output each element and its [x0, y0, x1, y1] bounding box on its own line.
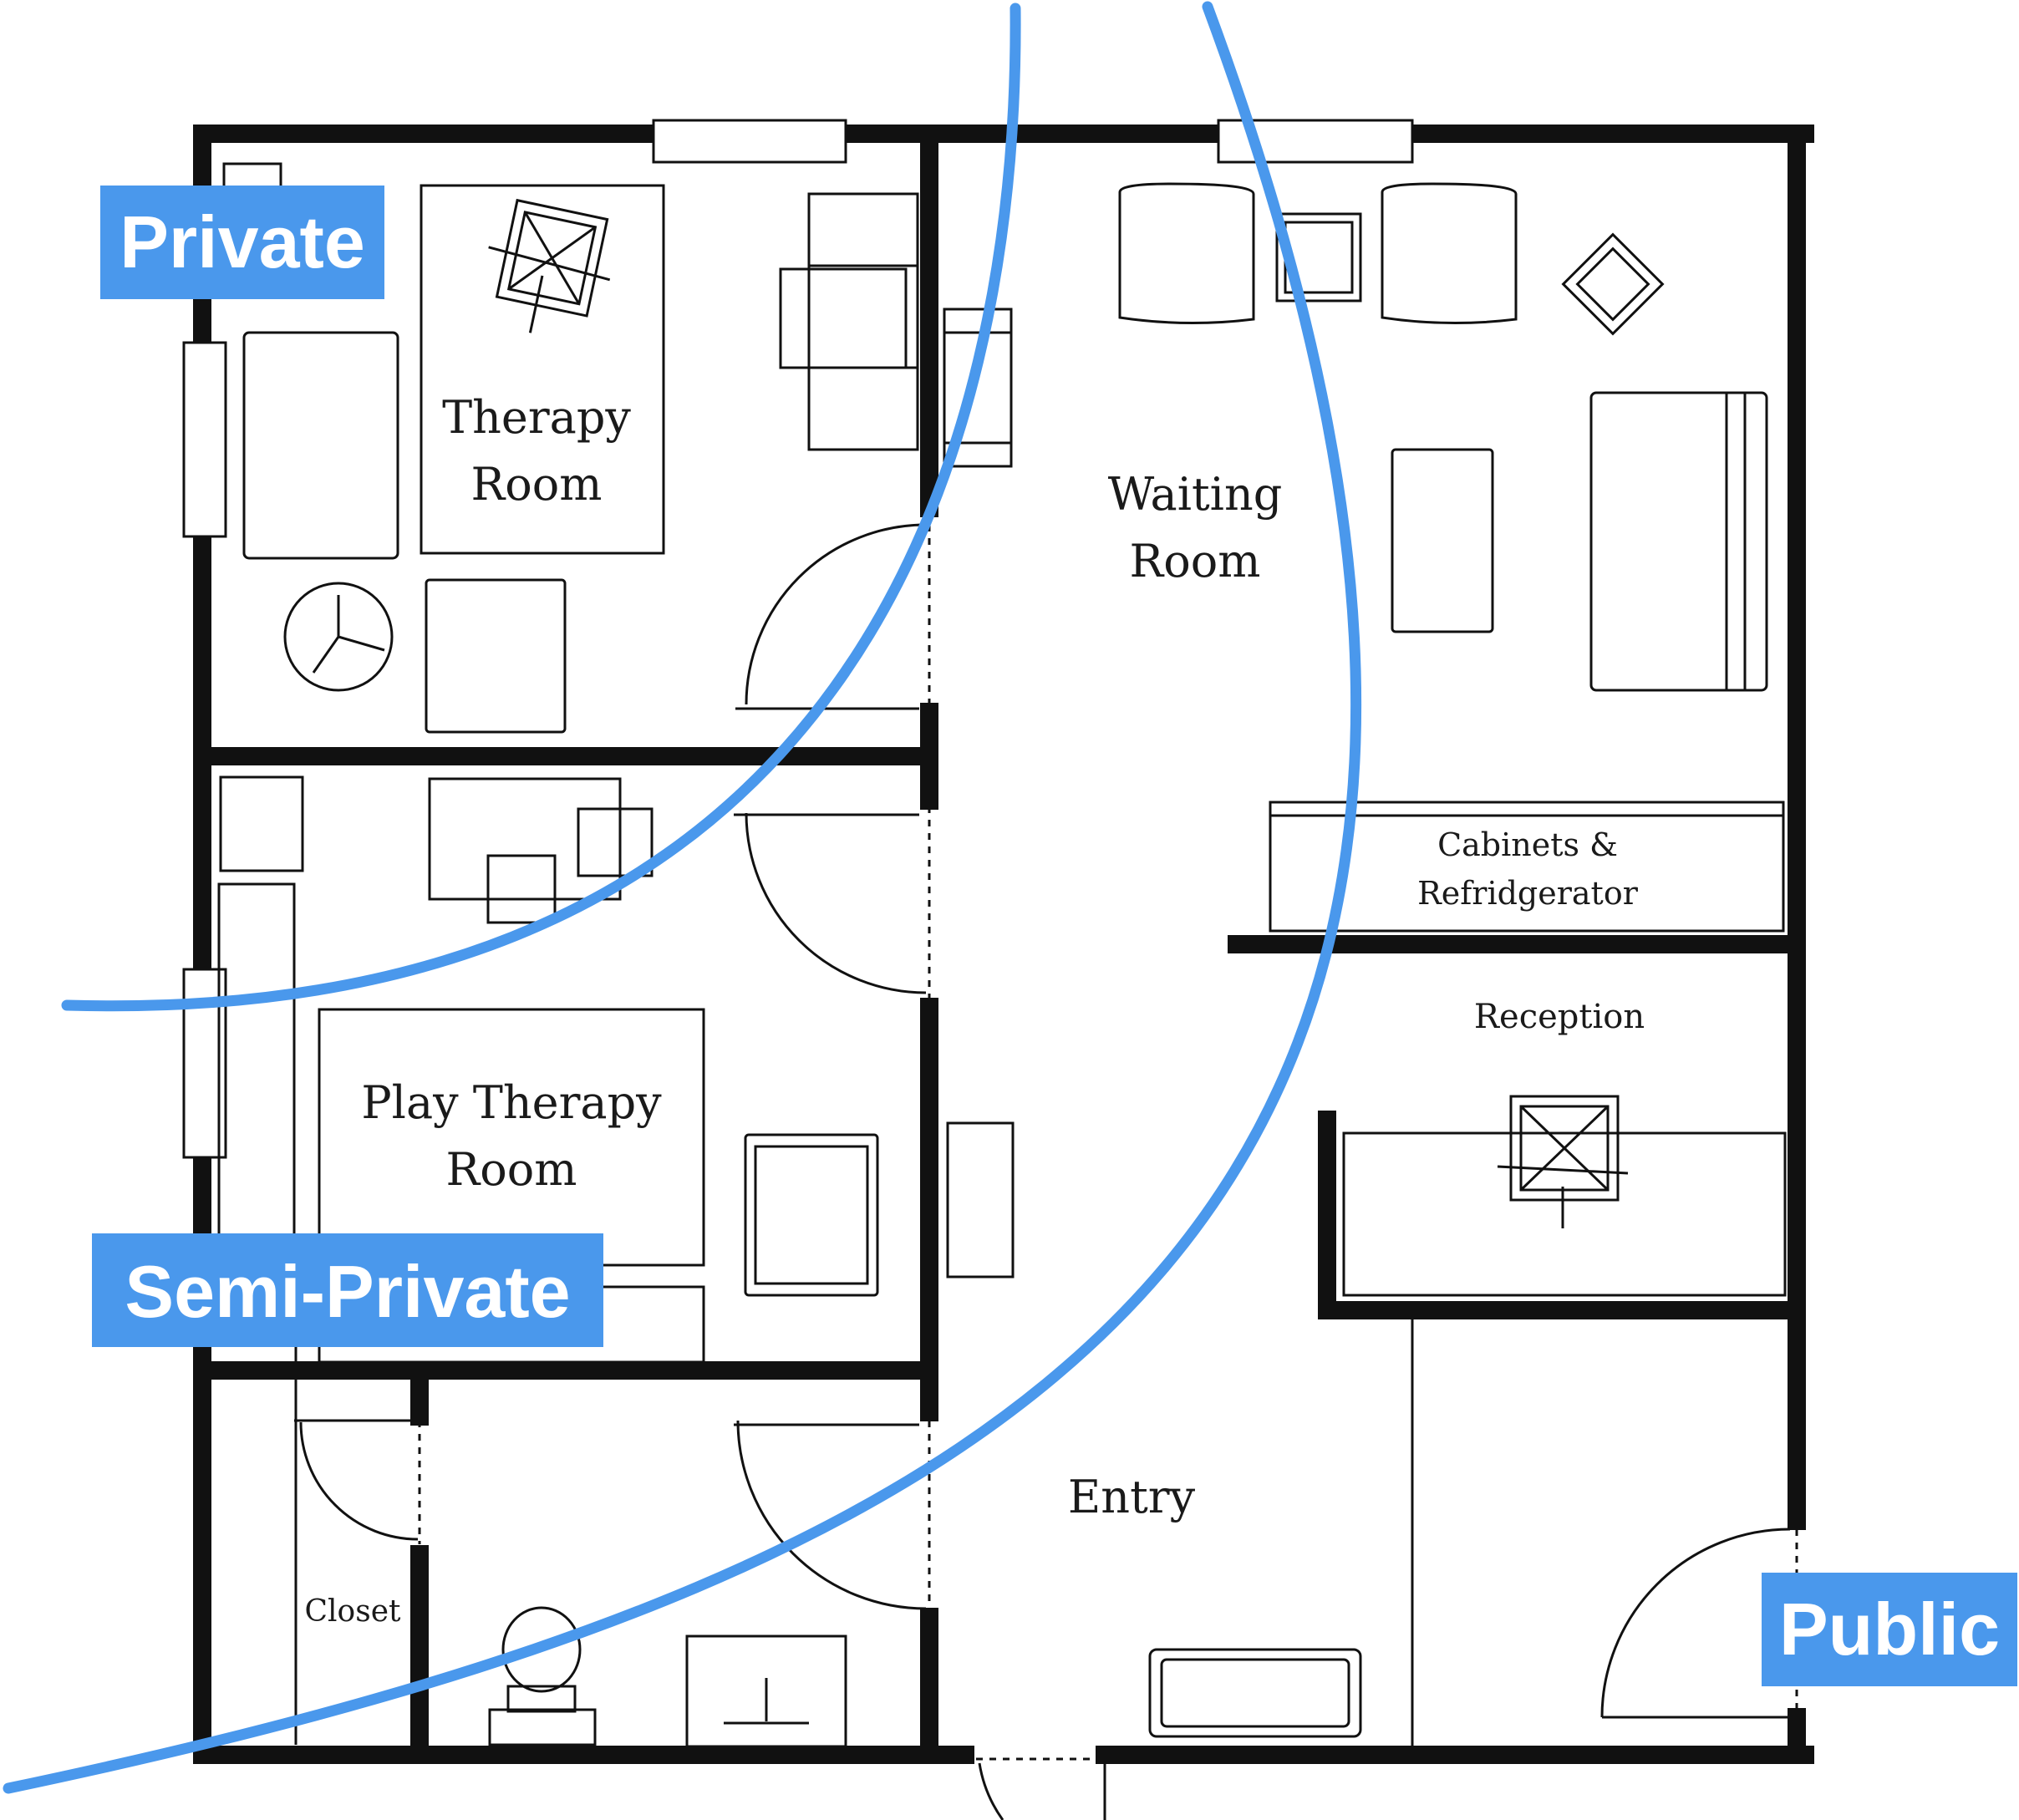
cabinets-label-line1: Cabinets & — [1437, 826, 1618, 863]
private-zone-boundary — [61, 3, 1021, 1012]
zone-label-private-text: Private — [120, 201, 365, 283]
zone-label-semi-private-text: Semi-Private — [125, 1250, 570, 1333]
play-therapy-room-label-line2: Room — [446, 1143, 577, 1196]
zone-label-public: Public — [1762, 1573, 2017, 1686]
therapy-room-label-line1: Therapy — [442, 391, 631, 444]
doors — [294, 523, 1798, 1820]
zone-label-semi-private: Semi-Private — [92, 1233, 603, 1347]
zone-boundaries — [3, 1, 1362, 1794]
zone-label-public-text: Public — [1779, 1588, 2000, 1670]
room-labels: Therapy Room Waiting Room Play Therapy R… — [305, 391, 1645, 1629]
zone-label-private: Private — [100, 186, 384, 299]
therapy-room-label-line2: Room — [471, 458, 603, 511]
reception-label: Reception — [1474, 998, 1645, 1036]
entry-label: Entry — [1068, 1471, 1196, 1523]
waiting-room-label-line1: Waiting — [1108, 468, 1283, 521]
thin-walls — [294, 1319, 1414, 1746]
waiting-room-label-line2: Room — [1130, 535, 1261, 587]
cabinets-label-line2: Refridgerator — [1417, 875, 1639, 912]
closet-label: Closet — [305, 1594, 402, 1629]
play-therapy-room-label-line1: Play Therapy — [361, 1076, 662, 1129]
public-zone-boundary — [3, 1, 1362, 1794]
walls — [193, 125, 1814, 1764]
